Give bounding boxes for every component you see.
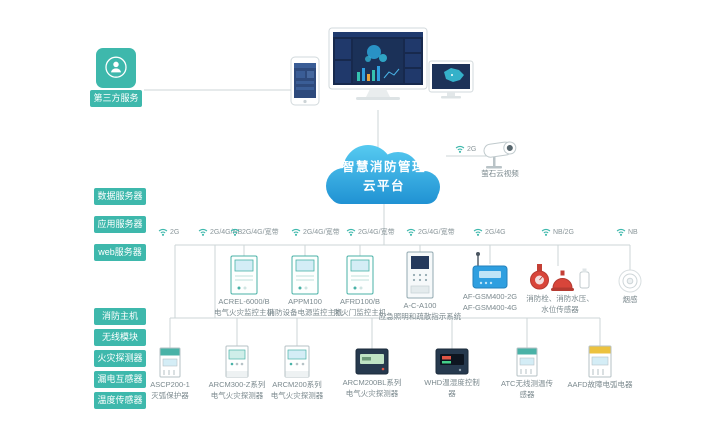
device-whd-controller <box>435 348 469 375</box>
link-label-8: NB <box>616 227 638 236</box>
device-afgsm400-gateway <box>472 252 508 289</box>
link-label-2: 2G/4G/宽带 <box>230 227 279 236</box>
device-fire-water-sensors <box>530 264 590 291</box>
tablet-display <box>428 60 474 99</box>
wifi-icon <box>406 228 416 236</box>
cctv-camera-icon <box>483 141 517 169</box>
link-label-3: 2G/4G/宽带 <box>291 227 340 236</box>
device-arcm300z <box>225 345 249 378</box>
wifi-icon <box>455 145 465 153</box>
device-label-arcm300z: ARCM300-Z系列电气火灾探测器 <box>208 380 266 400</box>
label-temperature-sensor: 温度传感器 <box>94 392 146 409</box>
link-label-5: 2G/4G/宽带 <box>406 227 455 236</box>
camera-link-label: 2G <box>455 144 476 153</box>
link-label-6: 2G/4G <box>473 227 506 236</box>
cloud-title-line2: 云平台 <box>362 178 405 193</box>
device-arcm200bl <box>355 348 389 375</box>
wifi-icon <box>230 228 240 236</box>
label-leakage-transformer: 漏电互感器 <box>94 371 146 388</box>
smartphone <box>290 56 320 106</box>
wifi-icon <box>291 228 301 236</box>
device-ascp200 <box>159 347 181 378</box>
device-appm100-cabinet <box>291 255 319 295</box>
device-label-aafd: AAFD故障电弧电器 <box>567 380 633 389</box>
wifi-icon <box>541 228 551 236</box>
device-atc-sensor <box>516 347 538 377</box>
link-label-7: NB/2G <box>541 227 574 236</box>
label-third-party-service: 第三方服务 <box>90 90 142 107</box>
wifi-icon <box>473 228 483 236</box>
third-party-icon <box>96 48 136 88</box>
device-aca100-cabinet <box>406 251 434 299</box>
wifi-icon <box>346 228 356 236</box>
person-icon <box>105 56 127 78</box>
connector-lines <box>144 89 631 349</box>
wifi-icon <box>198 228 208 236</box>
desktop-monitor <box>328 27 428 100</box>
device-label-atc: ATC无线测温传感器 <box>501 379 553 399</box>
cloud-title-line1: 智慧消防管理 <box>341 160 426 174</box>
camera-label: 萤石云视频 <box>481 169 519 178</box>
camera-link-text: 2G <box>467 146 477 153</box>
device-arcm200 <box>284 345 310 378</box>
link-label-4: 2G/4G/宽带 <box>346 227 395 236</box>
label-app-server: 应用服务器 <box>94 216 146 233</box>
wifi-icon <box>616 228 626 236</box>
cloud-title: 智慧消防管理 云平台 <box>318 158 450 196</box>
label-web-server: web服务器 <box>94 244 146 261</box>
device-label-whd: WHD温湿度控制器 <box>424 378 480 398</box>
device-smoke-detector <box>618 269 642 293</box>
device-afrd100-cabinet <box>346 255 374 295</box>
device-label-fire-water-sensors: 消防栓、消防水压、水位传感器 <box>526 294 594 314</box>
device-label-arcm200bl: ARCM200BL系列电气火灾探测器 <box>342 378 402 398</box>
label-fire-detector: 火灾探测器 <box>94 350 146 367</box>
device-acrel6000-cabinet <box>230 255 258 295</box>
cloud-platform <box>326 145 440 204</box>
label-fire-host: 消防主机 <box>94 308 146 325</box>
wifi-icon <box>158 228 168 236</box>
link-label-1: 2G/4G/NB <box>198 227 242 236</box>
label-wireless-module: 无线模块 <box>94 329 146 346</box>
link-label-0: 2G <box>158 227 179 236</box>
label-data-server: 数据服务器 <box>94 188 146 205</box>
device-label-smoke-detector: 烟感 <box>622 295 638 304</box>
device-label-arcm200: ARCM200系列电气火灾探测器 <box>270 380 324 400</box>
device-aafd-detector <box>588 345 612 378</box>
